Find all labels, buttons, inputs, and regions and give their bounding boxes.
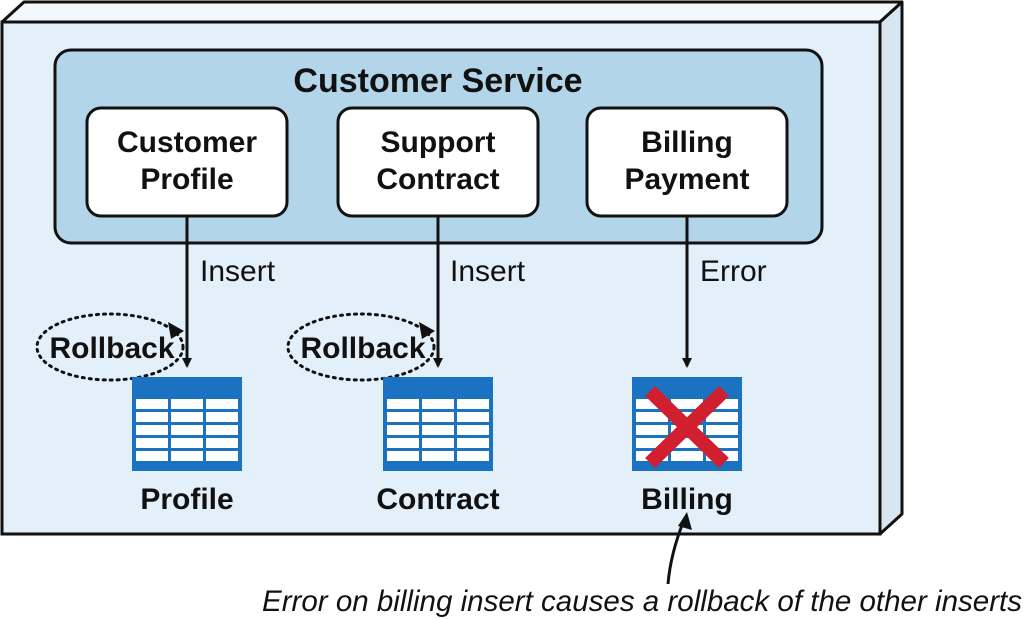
component-billing-payment: Billing Payment: [585, 106, 789, 218]
component-support-contract: Support Contract: [336, 106, 540, 218]
caption-arrowhead: [678, 512, 692, 530]
database-table-icon: [383, 377, 493, 471]
component-label-line2: Payment: [624, 163, 749, 196]
component-box: [585, 106, 789, 218]
component-box: [336, 106, 540, 218]
outer-container-side: [878, 0, 904, 536]
caption-group: Error on billing insert causes a rollbac…: [262, 512, 1022, 618]
table-label: Billing: [641, 483, 733, 516]
error-x-icon: [645, 385, 729, 469]
flow-contract: Insert: [433, 216, 526, 368]
rollback-label: Rollback: [49, 332, 174, 365]
component-label-line1: Support: [381, 126, 496, 159]
table-label: Contract: [376, 483, 499, 516]
rollback-label: Rollback: [300, 332, 425, 365]
flow-profile: Insert: [182, 216, 276, 368]
rollback-arrowhead: [419, 322, 435, 339]
table-label: Profile: [140, 483, 233, 516]
customer-service-title: Customer Service: [293, 62, 582, 100]
rollback-ellipse: [286, 312, 436, 382]
flow-billing: Error: [682, 216, 767, 368]
rollback-contract: Rollback: [286, 312, 436, 382]
rollback-arrowhead: [168, 322, 184, 339]
component-label-line2: Contract: [376, 163, 499, 196]
table-profile: Profile: [132, 377, 242, 516]
component-label-line2: Profile: [140, 163, 233, 196]
table-billing: Billing: [632, 377, 742, 516]
component-label-line1: Customer: [117, 126, 257, 159]
caption-text: Error on billing insert causes a rollbac…: [262, 585, 1022, 618]
component-box: [85, 106, 289, 218]
component-customer-profile: Customer Profile: [85, 106, 289, 218]
rollback-profile: Rollback: [35, 312, 185, 382]
outer-container-top: [0, 0, 904, 24]
flow-label: Insert: [200, 255, 276, 288]
component-label-line1: Billing: [641, 126, 733, 159]
table-contract: Contract: [376, 377, 500, 516]
flow-label: Insert: [450, 255, 526, 288]
database-table-icon: [132, 377, 242, 471]
flow-label: Error: [700, 255, 767, 288]
rollback-ellipse: [35, 312, 185, 382]
